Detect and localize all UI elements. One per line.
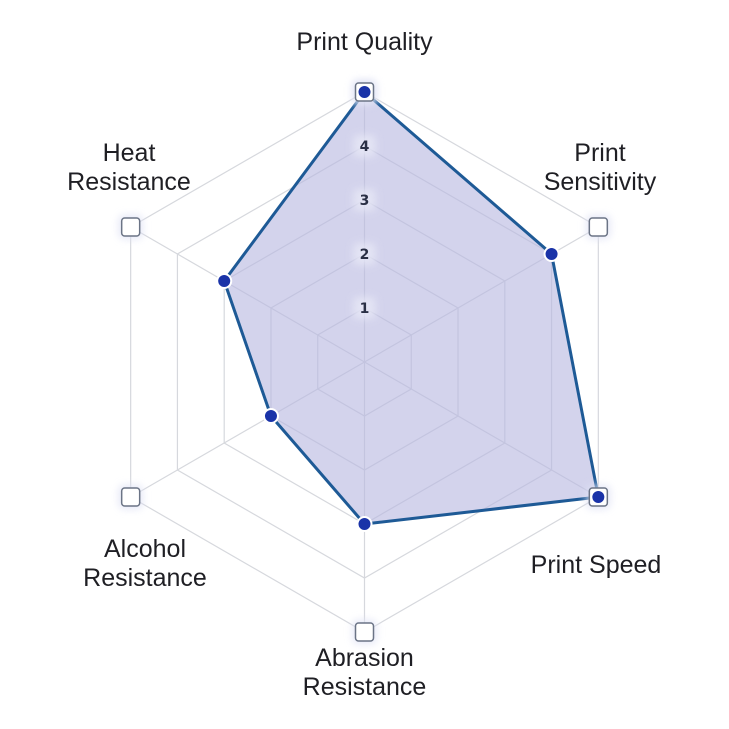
axis-end-marker[interactable] xyxy=(120,487,141,507)
axis-label-line: Resistance xyxy=(303,673,427,701)
axis-label-print-quality: Print Quality xyxy=(296,28,433,56)
axis-label-print-speed: Print Speed xyxy=(531,551,662,579)
axis-label-line: Abrasion xyxy=(315,644,414,672)
axis-end-marker[interactable] xyxy=(120,217,141,237)
tick-label-halo xyxy=(353,297,376,319)
tick-label: 2 xyxy=(360,247,370,263)
data-point-alcohol-resistance[interactable] xyxy=(262,408,279,424)
radar-series xyxy=(216,84,607,532)
axis-label-line: Alcohol xyxy=(104,535,186,563)
axis-label-line: Sensitivity xyxy=(544,168,657,196)
data-point-print-sensitivity[interactable] xyxy=(543,246,560,262)
axis-label-line: Heat xyxy=(103,139,156,167)
axis-label-line: Print Quality xyxy=(296,28,433,56)
axis-label-line: Resistance xyxy=(67,168,191,196)
tick-label: 4 xyxy=(360,139,370,155)
axis-label-line: Print xyxy=(574,139,625,167)
tick-label-halo xyxy=(353,243,376,265)
tick-label: 3 xyxy=(360,193,370,209)
tick-label-halo xyxy=(353,189,376,211)
tick-label: 1 xyxy=(360,301,370,317)
data-point-heat-resistance[interactable] xyxy=(216,273,233,289)
data-point-overlay[interactable] xyxy=(356,84,373,100)
tick-label-halo xyxy=(353,135,376,157)
axis-end-marker[interactable] xyxy=(588,217,609,237)
data-point-abrasion-resistance[interactable] xyxy=(356,516,373,532)
series-area xyxy=(222,90,600,526)
axis-end-markers[interactable] xyxy=(118,80,611,644)
axis-label-line: Resistance xyxy=(83,564,207,592)
data-point-overlay[interactable] xyxy=(590,489,607,505)
axis-label-line: Print Speed xyxy=(531,551,662,579)
axis-end-marker[interactable] xyxy=(354,622,375,642)
